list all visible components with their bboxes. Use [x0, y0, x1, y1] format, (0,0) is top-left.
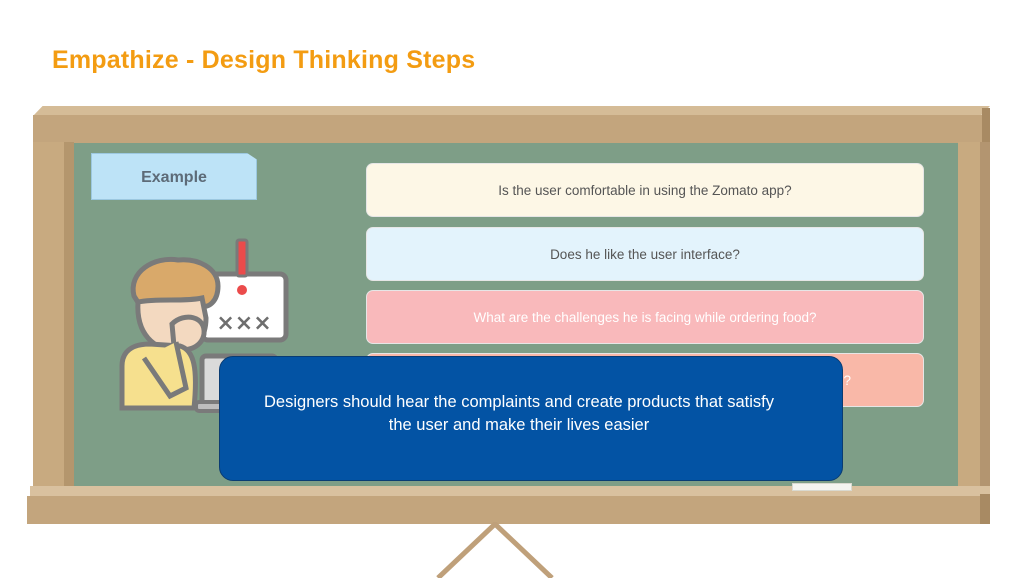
question-comfort: Is the user comfortable in using the Zom…: [366, 163, 924, 217]
chalk-tray-top: [30, 486, 990, 497]
question-challenges: What are the challenges he is facing whi…: [366, 290, 924, 344]
chalk-tray-edge: [980, 494, 990, 524]
frame-left-inner: [64, 142, 74, 487]
chalk-piece: [792, 483, 852, 491]
easel-legs: [436, 522, 554, 578]
frame-top-edge: [982, 108, 990, 142]
frame-left-post: [33, 142, 65, 492]
callout-text: Designers should hear the complaints and…: [264, 393, 774, 434]
slide-title: Empathize - Design Thinking Steps: [52, 46, 476, 74]
callout-box: Designers should hear the complaints and…: [219, 356, 843, 481]
frame-top-cap: [33, 106, 990, 116]
example-tag: Example: [91, 153, 257, 200]
svg-text:×××: ×××: [216, 311, 271, 336]
chalk-tray: [27, 496, 982, 524]
frame-right-edge: [980, 142, 990, 492]
frame-top: [33, 115, 984, 143]
question-interface: Does he like the user interface?: [366, 227, 924, 281]
question-hidden-tail: ?: [843, 373, 851, 388]
